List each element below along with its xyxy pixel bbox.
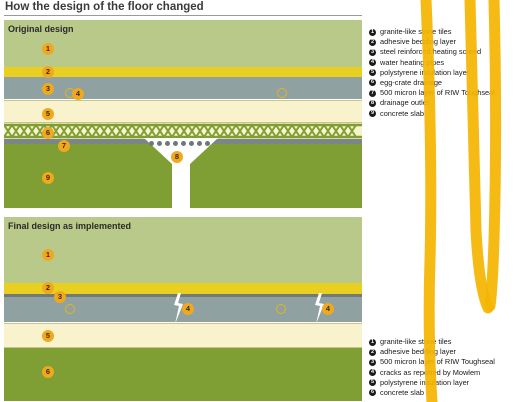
marker-2: 2 (42, 66, 54, 78)
legend-number-bullet: 2 (369, 348, 376, 356)
title-divider (4, 15, 362, 16)
marker-4: 4 (182, 303, 194, 315)
bedding-layer (4, 67, 362, 77)
legend-item: 2 adhesive bedding layer (369, 37, 495, 47)
drain-gravel (205, 141, 210, 146)
drainage-outlet (144, 138, 218, 208)
egg-crate-drainage (4, 123, 362, 139)
legend-number-bullet: 8 (369, 99, 376, 107)
marker-5: 5 (42, 108, 54, 120)
legend-number-bullet: 5 (369, 69, 376, 77)
legend-text: granite-like stone tiles (380, 27, 452, 36)
marker-7: 7 (58, 140, 70, 152)
legend-text: polystyrene insulation layer (380, 377, 470, 387)
marker-5: 5 (42, 330, 54, 342)
drain-gravel (181, 141, 186, 146)
screed-layer (4, 77, 362, 99)
legend-item: 5 polystyrene insulation layer (369, 378, 495, 388)
crack-icon (315, 293, 324, 324)
drain-gravel (189, 141, 194, 146)
legend-item: 4 cracks as reported by Mowlem (369, 368, 495, 378)
insulation-layer (4, 100, 362, 123)
legend-item: 1 granite-like stone tiles (369, 337, 495, 347)
legend-text: polystyrene insulation layer (380, 67, 470, 77)
legend-text: water heating pipes (380, 57, 445, 67)
marker-1: 1 (42, 249, 54, 261)
marker-4: 4 (72, 88, 84, 100)
legend-item: 6 concrete slab (369, 388, 495, 398)
legend-number-bullet: 5 (369, 379, 376, 387)
legend-number-bullet: 6 (369, 389, 376, 397)
insulation-layer (4, 323, 362, 348)
legend-item: 1 granite-like stone tiles (369, 27, 495, 37)
legend-item: 3 steel reinforced heating screed (369, 47, 495, 57)
drain-gravel (149, 141, 154, 146)
original-legend: 1 granite-like stone tiles 2 adhesive beddi… (369, 27, 495, 119)
legend-item: 9 concrete slab (369, 109, 495, 119)
legend-text: 500 micron layer of RIW Toughseal (380, 357, 495, 367)
legend-number-bullet: 3 (369, 48, 376, 56)
legend-item: 8 drainage outlet (369, 98, 495, 108)
marker-6: 6 (42, 366, 54, 378)
legend-item: 4 water heating pipes (369, 58, 495, 68)
legend-number-bullet: 6 (369, 79, 376, 87)
marker-9: 9 (42, 172, 54, 184)
legend-text: cracks as reported by Mowlem (380, 367, 481, 377)
tiles-layer (4, 20, 362, 67)
legend-text: adhesive bedding layer (380, 37, 457, 47)
legend-text: 500 micron layer of RIW Toughseal (380, 88, 495, 98)
heating-pipe (276, 304, 286, 314)
page-title: How the design of the floor changed (5, 1, 204, 13)
marker-8: 8 (171, 151, 183, 163)
legend-number-bullet: 2 (369, 38, 376, 46)
drain-gravel (157, 141, 162, 146)
legend-item: 2 adhesive bedding layer (369, 347, 495, 357)
tiles-layer (4, 217, 362, 283)
legend-text: concrete slab (380, 108, 424, 118)
legend-item: 7 500 micron layer of RIW Toughseal (369, 88, 495, 98)
legend-number-bullet: 4 (369, 59, 376, 67)
original-design-panel: Original design 1 2 3 4 5 6 7 8 9 (4, 20, 362, 208)
marker-6: 6 (42, 127, 54, 139)
heating-pipe (65, 304, 75, 314)
legend-text: adhesive bedding layer (380, 347, 457, 357)
legend-item: 3 500 micron layer of RIW Toughseal (369, 357, 495, 367)
legend-number-bullet: 9 (369, 110, 376, 118)
legend-number-bullet: 4 (369, 369, 376, 377)
toughseal-membrane (4, 294, 362, 297)
drain-gravel (197, 141, 202, 146)
concrete-slab (4, 348, 362, 401)
legend-number-bullet: 3 (369, 358, 376, 366)
legend-number-bullet: 1 (369, 28, 376, 36)
legend-item: 6 egg-crate drainage (369, 78, 495, 88)
final-legend: 1 granite-like stone tiles 2 adhesive beddi… (369, 337, 495, 398)
legend-text: steel reinforced heating screed (380, 47, 482, 57)
legend-number-bullet: 7 (369, 89, 376, 97)
legend-number-bullet: 1 (369, 338, 376, 346)
legend-text: egg-crate drainage (380, 77, 443, 87)
heating-pipe (277, 88, 287, 98)
final-design-panel: Final design as implemented 1 2 3 4 4 5 … (4, 217, 362, 401)
crack-icon (174, 293, 183, 324)
marker-1: 1 (42, 43, 54, 55)
drain-gravel (165, 141, 170, 146)
bedding-layer (4, 283, 362, 294)
original-design-label: Original design (8, 24, 74, 34)
marker-3: 3 (54, 291, 66, 303)
drain-gravel (173, 141, 178, 146)
legend-item: 5 polystyrene insulation layer (369, 68, 495, 78)
legend-text: concrete slab (380, 387, 424, 397)
marker-2: 2 (42, 282, 54, 294)
legend-text: drainage outlet (380, 98, 429, 108)
marker-3: 3 (42, 83, 54, 95)
legend-text: granite-like stone tiles (380, 337, 452, 346)
marker-4: 4 (322, 303, 334, 315)
final-design-label: Final design as implemented (8, 221, 132, 231)
